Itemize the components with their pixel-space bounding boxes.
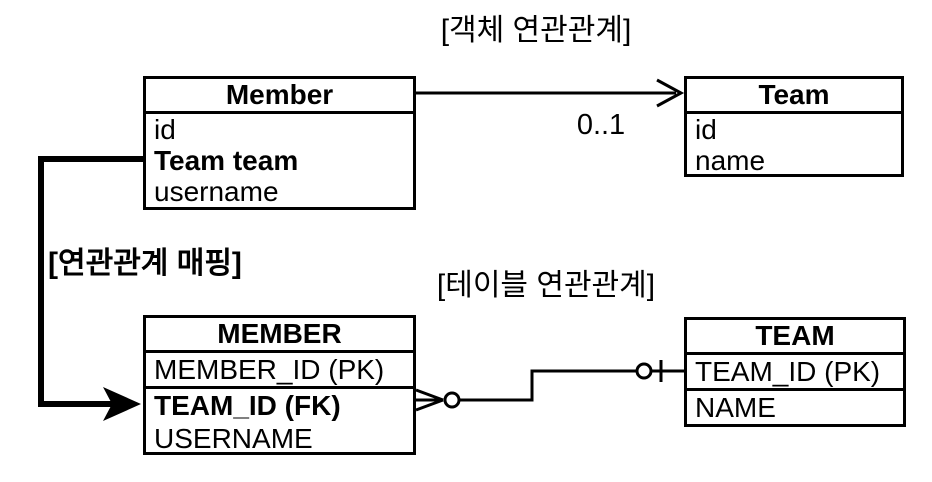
field-username: username <box>154 176 279 207</box>
field-team-team: Team team <box>154 145 299 176</box>
open-arrowhead-icon <box>656 78 685 108</box>
team-table-title: TEAM <box>687 320 903 355</box>
zero-circle-icon <box>443 391 461 409</box>
member-table-box: MEMBER MEMBER_ID (PK) TEAM_ID (FK) USERN… <box>143 315 416 455</box>
field-id: id <box>154 114 176 145</box>
member-table-compartment: TEAM_ID (FK) USERNAME <box>146 389 413 455</box>
table-relation-connector <box>415 360 684 412</box>
field-name: name <box>695 145 766 176</box>
mapping-arrow <box>38 156 143 421</box>
column-team-id-fk: TEAM_ID (FK) <box>154 390 341 421</box>
crow-foot-many-icon <box>415 388 444 412</box>
table-association-title: [테이블 연관관계] <box>436 269 656 302</box>
object-association-title: [객체 연관관계] <box>440 14 632 47</box>
zero-circle-icon <box>635 362 653 380</box>
column-team-id-pk: TEAM_ID (PK) <box>687 355 903 391</box>
column-username: USERNAME <box>154 423 313 454</box>
solid-arrowhead-icon <box>103 387 141 421</box>
member-table-title: MEMBER <box>146 318 413 353</box>
team-table-box: TEAM TEAM_ID (PK) NAME <box>684 317 906 427</box>
team-class-box: Team id name <box>684 76 904 177</box>
field-id: id <box>695 114 717 145</box>
team-class-fields: id name <box>687 114 901 176</box>
association-mapping-label: [연관관계 매핑] <box>48 247 242 280</box>
multiplicity-label: 0..1 <box>576 109 626 141</box>
column-name: NAME <box>695 392 776 423</box>
member-class-fields: id Team team username <box>146 114 413 207</box>
column-member-id-pk: MEMBER_ID (PK) <box>146 353 413 389</box>
member-class-box: Member id Team team username <box>143 76 416 210</box>
team-class-title: Team <box>687 79 901 114</box>
member-class-title: Member <box>146 79 413 114</box>
object-association-arrow <box>416 78 685 108</box>
